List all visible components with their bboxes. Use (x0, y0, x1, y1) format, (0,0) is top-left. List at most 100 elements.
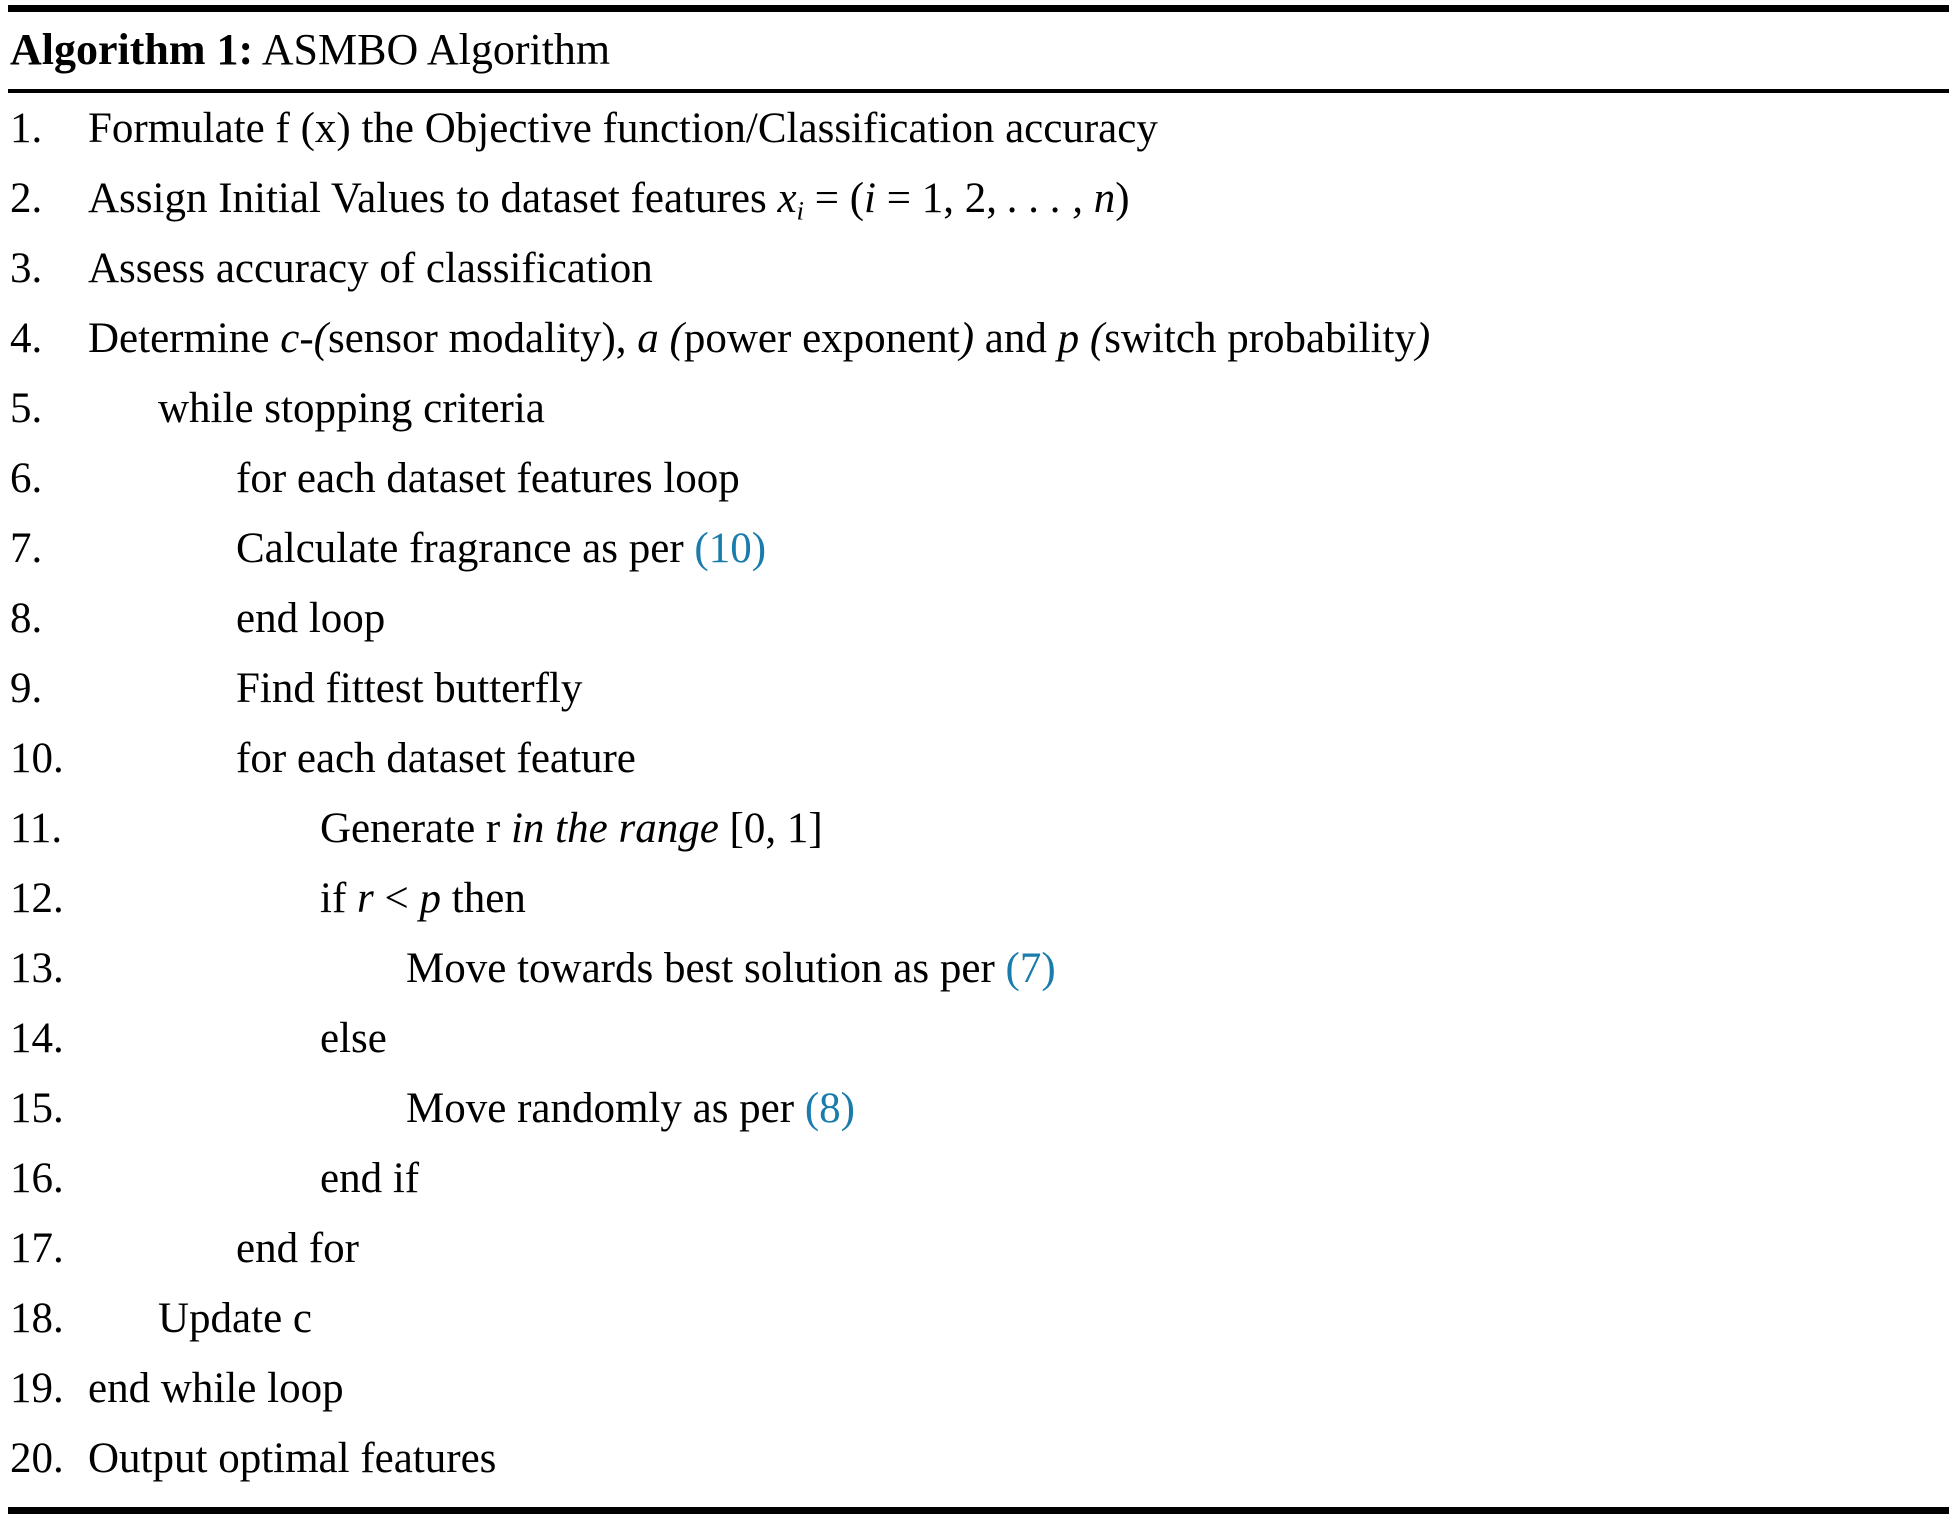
equation-reference-link[interactable]: (8) (804, 1084, 855, 1132)
step-text-run: ) (1115, 174, 1130, 222)
algorithm-step: 5. while stopping criteria (8, 387, 1949, 457)
step-text: Move towards best solution as per (7) (406, 947, 1056, 990)
algorithm-step: 8. end loop (8, 597, 1949, 667)
algorithm-step: 16. end if (8, 1157, 1949, 1227)
step-text: Assign Initial Values to dataset feature… (88, 177, 1130, 224)
step-text: while stopping criteria (158, 387, 545, 430)
step-text: else (320, 1017, 387, 1060)
math-italic: n (1093, 174, 1116, 222)
step-number: 11. (10, 804, 63, 852)
algorithm-step: 7. Calculate fragrance as per (10) (8, 527, 1949, 597)
step-text-run (1083, 175, 1094, 222)
step-text-run: switch probability (1104, 314, 1416, 362)
math-italic: ) (1415, 314, 1431, 362)
step-text-run: Update c (158, 1294, 313, 1342)
step-text-run: Output optimal features (88, 1434, 497, 1482)
math-italic: c-( (280, 314, 328, 362)
math-subscript: i (796, 195, 804, 226)
step-number: 15. (10, 1084, 64, 1132)
algorithm-step: 13. Move towards best solution as per (7) (8, 947, 1949, 1017)
algorithm-step: 14. else (8, 1017, 1949, 1087)
step-text: Generate r in the range [0, 1] (320, 807, 823, 850)
step-text-run: = 1, 2, (875, 174, 1008, 222)
step-text-run: Formulate f (x) the Objective function/C… (88, 104, 1158, 152)
step-text-run: else (320, 1014, 387, 1062)
step-number: 12. (10, 874, 64, 922)
algorithm-step: 2.Assign Initial Values to dataset featu… (8, 177, 1949, 247)
step-number: 10. (10, 734, 64, 782)
step-text: Find fittest butterfly (236, 667, 582, 710)
header-divider-rule (8, 88, 1949, 93)
step-text-run: Generate r (320, 804, 511, 852)
algorithm-step: 3. Assess accuracy of classification (8, 247, 1949, 317)
algorithm-step: 1. Formulate f (x) the Objective function… (8, 107, 1949, 177)
algorithm-step: 4. Determine c-(sensor modality), a (powe… (8, 317, 1949, 387)
step-number: 7. (10, 524, 43, 572)
step-text-run: Move randomly as per (406, 1084, 805, 1132)
step-text: Update c (158, 1297, 312, 1340)
step-number: 17. (10, 1224, 64, 1272)
step-text: for each dataset feature (236, 737, 636, 780)
step-number: 8. (10, 594, 43, 642)
step-text-run: for each dataset features loop (236, 454, 740, 502)
step-text-run: Determine (88, 314, 281, 362)
math-italic: ) (959, 314, 975, 362)
math-italic: p ( (1057, 314, 1105, 362)
step-text: Calculate fragrance as per (10) (236, 527, 766, 570)
algorithm-step: 17. end for (8, 1227, 1949, 1297)
step-text-run: < (373, 874, 420, 922)
step-number: 13. (10, 944, 64, 992)
step-text-run: if (320, 874, 358, 922)
equation-reference-link[interactable]: (7) (1005, 944, 1056, 992)
step-number: 4. (10, 314, 43, 362)
algorithm-step: 6. for each dataset features loop (8, 457, 1949, 527)
step-text: Output optimal features (88, 1437, 496, 1480)
step-text-run: end if (320, 1154, 420, 1202)
step-number: 20. (10, 1434, 64, 1482)
math-italic: r (357, 874, 374, 922)
step-text-run: sensor modality), (327, 314, 638, 362)
step-number: 6. (10, 454, 43, 502)
equation-reference-link[interactable]: (10) (694, 524, 767, 572)
algorithm-header: Algorithm 1: ASMBO Algorithm (8, 12, 1949, 89)
step-text: if r < p then (320, 877, 526, 920)
step-text: Assess accuracy of classification (88, 247, 653, 290)
algorithm-step: 9. Find fittest butterfly (8, 667, 1949, 737)
step-text: end while loop (88, 1367, 344, 1410)
step-text-run: then (441, 874, 526, 922)
step-number: 2. (10, 174, 43, 222)
step-text: Formulate f (x) the Objective function/C… (88, 107, 1158, 150)
step-text: Determine c-(sensor modality), a (power … (88, 317, 1430, 360)
step-text: end loop (236, 597, 385, 640)
step-number: 9. (10, 664, 43, 712)
bottom-rule (8, 1506, 1949, 1514)
step-text-run: = ( (803, 174, 865, 222)
step-number: 3. (10, 244, 43, 292)
step-number: 1. (10, 104, 43, 152)
step-text: end if (320, 1157, 419, 1200)
step-text-run: Move towards best solution as per (406, 944, 1006, 992)
step-number: 14. (10, 1014, 64, 1062)
algorithm-label: Algorithm 1: (10, 25, 254, 74)
algorithm-title: ASMBO Algorithm (253, 25, 610, 74)
step-number: 5. (10, 384, 43, 432)
step-text-run: end loop (236, 594, 386, 642)
algorithm-steps-list: 1. Formulate f (x) the Objective function… (8, 93, 1949, 1507)
step-number: 16. (10, 1154, 64, 1202)
math-italic: i (864, 174, 876, 222)
algorithm-step: 11. Generate r in the range [0, 1] (8, 807, 1949, 877)
step-text: end for (236, 1227, 359, 1270)
step-number: 18. (10, 1294, 64, 1342)
math-italic: x (777, 174, 797, 222)
step-text: for each dataset features loop (236, 457, 740, 500)
step-text-run: Find fittest butterfly (236, 664, 583, 712)
algorithm-step: 10. for each dataset feature (8, 737, 1949, 807)
algorithm-step: 12. if r < p then (8, 877, 1949, 947)
algorithm-title-text: ASMBO Algorithm (261, 25, 611, 74)
step-text-run: Calculate fragrance as per (236, 524, 695, 572)
step-text-run: end while loop (88, 1364, 344, 1412)
top-rule (8, 5, 1949, 12)
step-text: Move randomly as per (8) (406, 1087, 855, 1130)
step-text-run: for each dataset feature (236, 734, 636, 782)
step-text-run: Assess accuracy of classification (88, 244, 653, 292)
